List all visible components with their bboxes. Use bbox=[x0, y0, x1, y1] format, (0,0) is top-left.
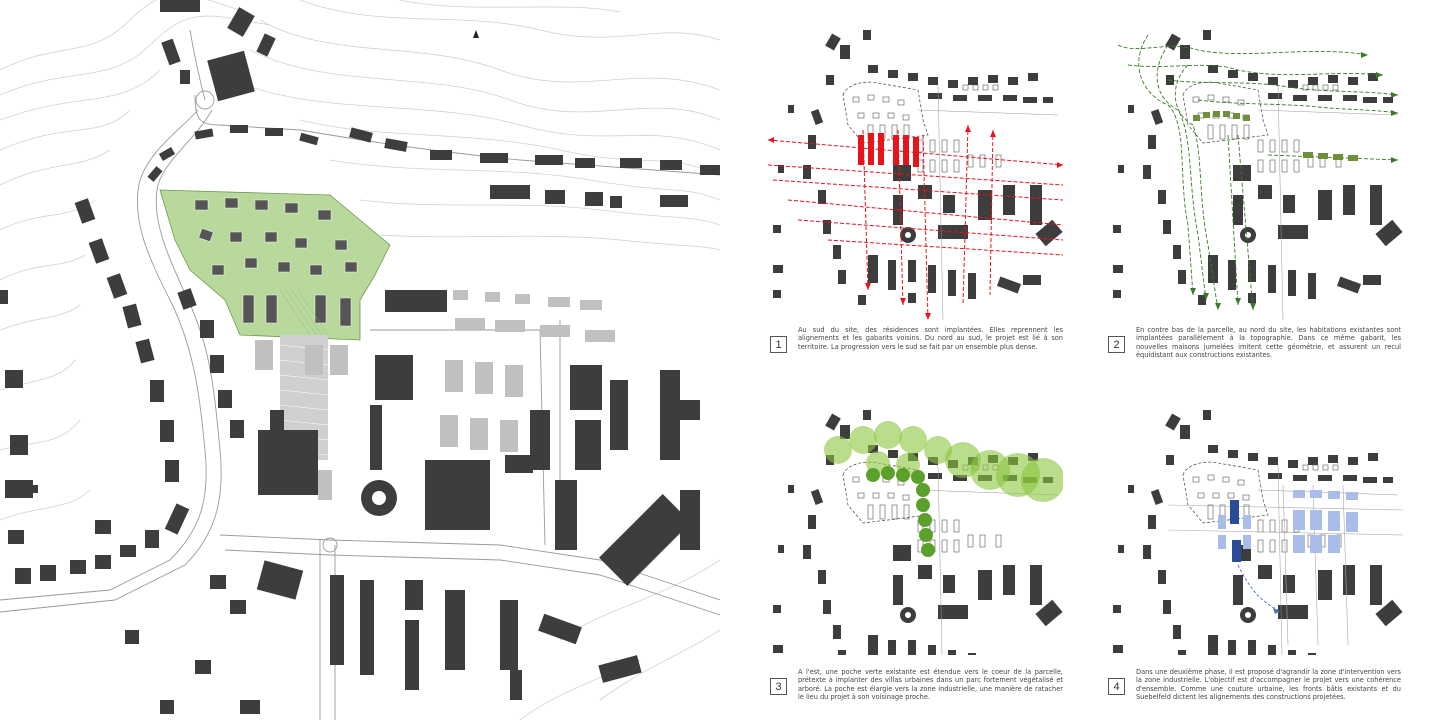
roundabout-south bbox=[322, 537, 338, 553]
north-arrow-icon bbox=[473, 30, 479, 38]
diagram-3-green-pocket bbox=[772, 409, 1063, 655]
panel-2-number: 2 bbox=[1108, 336, 1125, 353]
red-alignment-arrows bbox=[768, 124, 1063, 321]
grid-lines bbox=[1167, 484, 1403, 646]
green-new-houses bbox=[1193, 111, 1358, 161]
green-villa-circles bbox=[866, 466, 935, 557]
panel-3-caption: A l'est, une poche verte existante est é… bbox=[798, 668, 1063, 702]
topographic-contours bbox=[0, 0, 720, 720]
panel-2-caption: En contre bas de la parcelle, au nord du… bbox=[1136, 326, 1401, 360]
existing-buildings bbox=[0, 0, 720, 714]
project-villas bbox=[194, 197, 358, 327]
panel-1-caption: Au sud du site, des résidences sont impl… bbox=[798, 326, 1063, 351]
diagram-4-extension bbox=[1112, 409, 1403, 655]
project-area-green bbox=[159, 189, 391, 341]
green-contour-arrows bbox=[1117, 34, 1399, 311]
blue-key-blocks bbox=[1230, 500, 1241, 562]
green-park-circles bbox=[824, 421, 1063, 502]
panel-4-caption: Dans une deuxième phase, il est proposé … bbox=[1136, 668, 1401, 702]
panel-3-number: 3 bbox=[770, 678, 787, 695]
blue-proposed-blocks bbox=[1218, 490, 1358, 553]
red-project-blocks bbox=[858, 133, 919, 167]
panel-4-number: 4 bbox=[1108, 678, 1125, 695]
diagram-2-topography bbox=[1112, 29, 1403, 321]
panel-1-number: 1 bbox=[770, 336, 787, 353]
proposed-buildings-grey bbox=[255, 290, 615, 500]
roundabout-north bbox=[195, 90, 215, 110]
diagram-1-alignments bbox=[768, 29, 1063, 321]
project-hatch bbox=[279, 289, 329, 336]
site-master-plan bbox=[0, 0, 720, 720]
